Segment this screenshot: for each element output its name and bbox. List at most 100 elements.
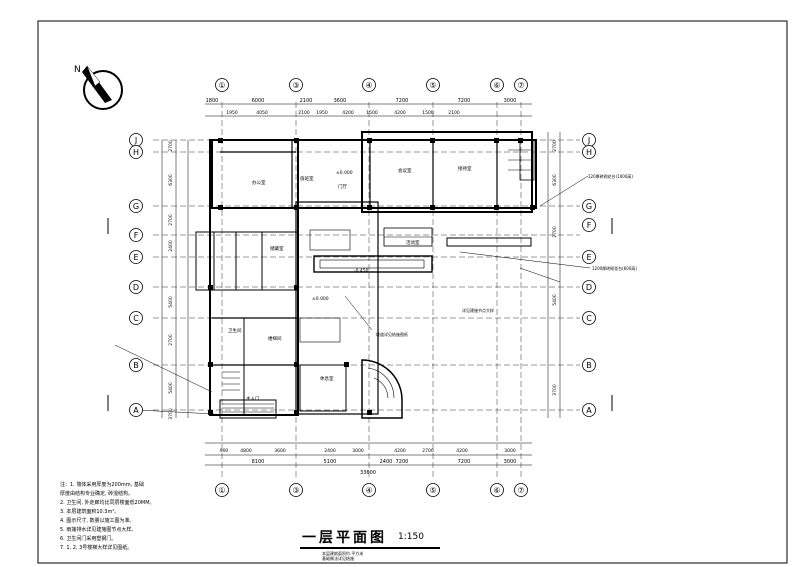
axis-bubble-top: ① [215,78,229,92]
room-label: 门厅 [338,183,347,190]
dim-bottom-overall: 7200 [396,459,409,465]
dim-bottom-detail: 3000 [352,448,364,454]
room-label: 楼梯间 [268,335,282,342]
note-line: 厚度由结构专业确定, 砖混结构。 [60,491,134,497]
dim-bottom-overall: 8100 [252,459,265,465]
axis-bubble-top: ③ [289,78,303,92]
dim-top-overall: 3000 [504,98,517,104]
dim-right: 6300 [552,174,558,186]
drawing-subtitle: 本层建筑面积约 平方米 基础做法详见结施 [322,551,363,561]
axis-bubble-left: G [129,199,143,213]
axis-bubble-right-label: E [586,253,591,262]
axis-bubble-bottom: ④ [362,483,376,497]
axis-bubble-bottom-label: ⑤ [429,486,436,495]
subtitle-line-2: 基础做法详见结施 [322,556,354,561]
dim-right: 5400 [552,294,558,306]
axis-bubble-right-label: B [586,361,592,370]
axis-bubble-left: A [129,403,143,417]
dim-top-detail: 1500 [366,110,378,116]
dim-bottom-detail: 4200 [456,448,468,454]
dim-right: 2700 [552,140,558,152]
dim-bottom-detail: 4200 [394,448,406,454]
axis-bubble-top: ④ [362,78,376,92]
callout-label: 120厚砖砌花台(1000高) [588,173,633,179]
drawing-scale: 1:150 [398,532,424,542]
dim-top-overall: 7200 [396,98,409,104]
axis-bubble-right: B [582,358,596,372]
axis-bubble-left-label: H [133,148,139,157]
room-label: 活动室 [406,239,420,246]
dim-left: 2400 [168,240,174,252]
axis-bubble-right-label: D [586,283,592,292]
axis-bubble-right-label: J [587,136,590,145]
elevation-label: ±0.000 [336,170,353,176]
axis-bubble-bottom-label: ⑦ [517,486,524,495]
dim-bottom-overall: 5100 [324,459,337,465]
axis-bubble-bottom-label: ⑥ [493,486,500,495]
room-label: 接待室 [458,165,472,172]
note-line: 2. 卫生间, 外走廊均比同层楼面低20MM。 [60,500,155,506]
dim-top-detail: 1950 [316,110,328,116]
columns [208,138,535,415]
dim-bottom-detail: 2400 [324,448,336,454]
axis-bubble-right-label: F [587,221,592,230]
dim-right: 2700 [552,226,558,238]
note-line: 7. 1, 2, 3号楼梯大样详见图纸。 [60,545,133,551]
room-label: 卫生间 [228,327,242,334]
drawing-title: 一层平面图 [302,530,387,546]
design-notes: 注：1. 墙体采用厚度为200mm, 基础 厚度由结构专业确定, 砖混结构。 2… [60,481,230,553]
axis-bubble-right: G [582,199,596,213]
note-line: 注：1. 墙体采用厚度为200mm, 基础 [60,482,144,488]
note-line: 3. 本层建筑面积10.3m²。 [60,509,120,515]
axis-bubble-right-label: H [586,148,592,157]
axis-bubble-left-label: E [133,253,138,262]
room-label: 休息室 [320,375,334,382]
dim-left: 2700 [168,140,174,152]
axis-bubble-left-label: J [134,136,137,145]
elevation-label: -0.450 [354,268,369,274]
dim-top-detail: 4200 [342,110,354,116]
note-line: 6. 卫生间门采用塑钢门。 [60,536,117,542]
room-label: 值班室 [300,175,314,182]
dim-bottom-detail: 2700 [422,448,434,454]
axis-bubble-right: D [582,280,596,294]
dim-top-detail: 2100 [448,110,460,116]
axis-bubble-left-label: B [133,361,139,370]
dim-bottom-detail: 900 [220,448,229,454]
dim-top-detail: 1500 [422,110,434,116]
axis-bubble-left: C [129,311,143,325]
subtitle-line-1: 本层建筑面积约 平方米 [322,551,364,556]
axis-bubble-right: J [582,133,596,147]
axis-bubble-top: ⑥ [490,78,504,92]
dim-bottom-overall: 7200 [458,459,471,465]
svg-text:N: N [74,65,81,75]
axis-bubble-left: J [129,133,143,147]
axis-bubble-top-label: ⑥ [493,81,500,90]
axis-bubble-top: ⑤ [426,78,440,92]
axis-bubble-right: H [582,145,596,159]
dim-left: 5400 [168,382,174,394]
dim-left: 5400 [168,296,174,308]
section-marks [107,218,613,411]
dim-bottom-detail: 3600 [274,448,286,454]
dim-bottom-detail: 4800 [240,448,252,454]
axis-bubble-top-label: ③ [292,81,299,90]
elevation-labels: ±0.000 -0.450 ±0.000 [312,170,369,302]
axis-bubble-left-label: A [133,406,139,415]
axis-bubble-left-label: G [133,202,139,211]
axis-bubble-left: B [129,358,143,372]
elevation-label: ±0.000 [312,296,329,302]
callout-label: 坡道详见结施图纸 [376,331,408,337]
building-walls [195,131,537,419]
callout-label: 详见建施节点大样 [462,307,494,313]
axis-bubble-left: D [129,280,143,294]
axis-bubble-top-label: ④ [365,81,372,90]
dim-top-overall: 3600 [334,98,347,104]
axis-bubble-bottom: ① [215,483,229,497]
room-label: 主入口 [246,395,260,402]
leader-lines [114,175,591,415]
axis-bubble-left-label: F [134,231,139,240]
axis-bubble-left: H [129,145,143,159]
